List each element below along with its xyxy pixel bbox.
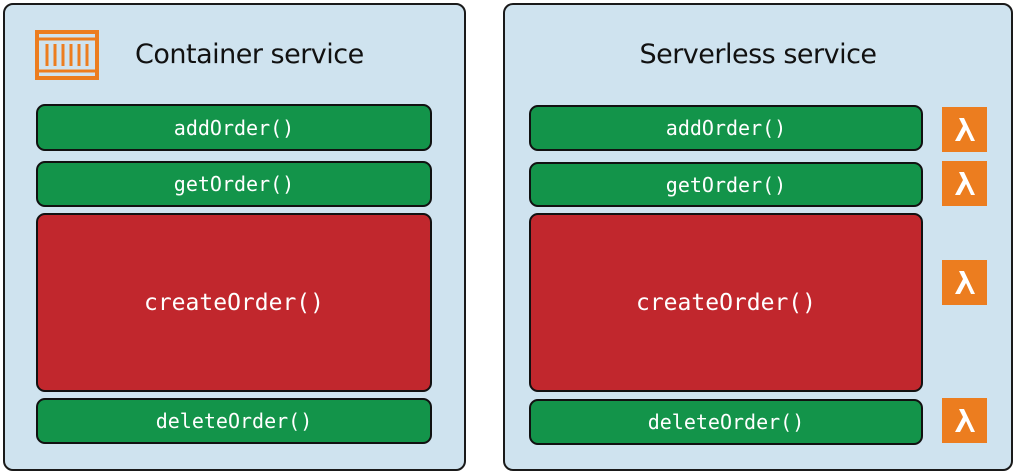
lambda-icon — [942, 161, 987, 206]
get-order-function: getOrder() — [36, 161, 432, 207]
delete-order-function: deleteOrder() — [529, 399, 923, 445]
create-order-function: createOrder() — [36, 213, 432, 392]
lambda-icon — [942, 107, 987, 152]
serverless-service-title: Serverless service — [639, 39, 877, 70]
get-order-function: getOrder() — [529, 162, 923, 207]
add-order-function: addOrder() — [36, 104, 432, 151]
delete-order-function: deleteOrder() — [36, 398, 432, 444]
serverless-service-panel: Serverless service addOrder() getOrder()… — [503, 3, 1013, 471]
lambda-icon — [942, 398, 987, 443]
container-service-title: Container service — [135, 39, 364, 70]
add-order-function: addOrder() — [529, 105, 923, 151]
container-icon — [35, 30, 99, 80]
lambda-icon — [942, 260, 987, 305]
container-service-panel: Container service addOrder() getOrder() … — [3, 3, 466, 471]
create-order-function: createOrder() — [529, 213, 923, 392]
